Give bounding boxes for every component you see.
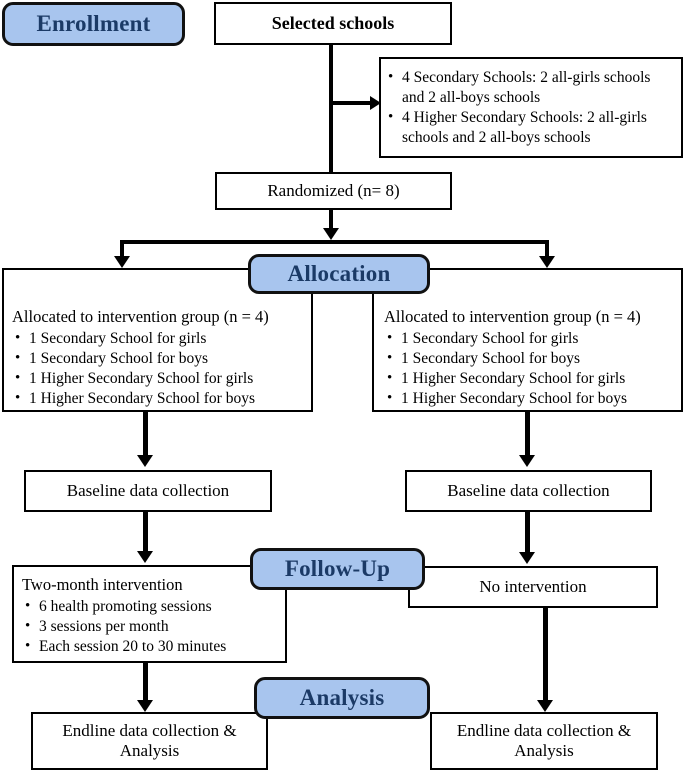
connector-alloc-left-to-baseline <box>143 412 148 458</box>
node-baseline-left: Baseline data collection <box>24 470 272 512</box>
arrow-allocation-right-icon <box>539 256 555 268</box>
connector-baseline-right-to-followup <box>525 512 530 555</box>
node-endline-left: Endline data collection & Analysis <box>31 712 268 770</box>
stage-badge-analysis-label: Analysis <box>299 685 385 710</box>
node-no-intervention-right: No intervention <box>408 566 658 608</box>
list-item: 1 Secondary School for boys <box>12 349 305 369</box>
allocated-left-list: 1 Secondary School for girls 1 Secondary… <box>12 329 305 410</box>
stage-badge-allocation: Allocation <box>248 254 430 294</box>
connector-branch-to-breakdown <box>331 101 372 105</box>
arrow-allocation-left-icon <box>114 256 130 268</box>
arrow-followup-right-icon <box>519 552 535 564</box>
node-intervention-left: Two-month intervention 6 health promotin… <box>12 565 287 663</box>
list-item: 6 health promoting sessions <box>22 597 279 617</box>
node-baseline-right-label: Baseline data collection <box>447 480 610 500</box>
node-allocated-left: Allocated to intervention group (n = 4) … <box>2 268 313 412</box>
arrow-endline-right-icon <box>537 700 553 712</box>
list-item: 1 Higher Secondary School for girls <box>12 369 305 389</box>
arrow-to-breakdown-icon <box>370 96 381 110</box>
stage-badge-enrollment: Enrollment <box>2 2 185 46</box>
node-randomized-label: Randomized (n= 8) <box>267 180 400 200</box>
connector-alloc-right-to-baseline <box>525 412 530 458</box>
node-no-intervention-right-label: No intervention <box>479 576 587 596</box>
node-baseline-right: Baseline data collection <box>405 470 652 512</box>
stage-badge-enrollment-label: Enrollment <box>36 11 151 36</box>
connector-randomized-down <box>329 210 333 232</box>
connector-baseline-left-to-followup <box>143 512 148 554</box>
list-item: 1 Secondary School for girls <box>12 329 305 349</box>
arrow-baseline-right-icon <box>519 455 535 467</box>
list-item: 4 Secondary Schools: 2 all-girls schools… <box>385 68 673 108</box>
connector-no-intervention-to-endline <box>543 608 548 703</box>
connector-allocation-split-right <box>545 240 549 260</box>
arrow-endline-left-icon <box>137 700 153 712</box>
allocated-right-list: 1 Secondary School for girls 1 Secondary… <box>384 329 677 410</box>
node-endline-left-label: Endline data collection & Analysis <box>62 720 237 760</box>
node-school-breakdown: 4 Secondary Schools: 2 all-girls schools… <box>379 57 683 158</box>
list-item: 1 Higher Secondary School for boys <box>384 389 677 409</box>
list-item: 1 Secondary School for boys <box>384 349 677 369</box>
connector-intervention-to-endline <box>143 663 148 703</box>
list-item: 4 Higher Secondary Schools: 2 all-girls … <box>385 108 673 148</box>
school-breakdown-list: 4 Secondary Schools: 2 all-girls schools… <box>385 68 673 149</box>
node-allocated-right: Allocated to intervention group (n = 4) … <box>372 268 683 412</box>
stage-badge-analysis: Analysis <box>254 677 430 719</box>
node-randomized: Randomized (n= 8) <box>215 172 452 210</box>
node-baseline-left-label: Baseline data collection <box>66 480 230 500</box>
arrow-randomized-down-icon <box>323 228 339 240</box>
node-intervention-left-lead: Two-month intervention <box>22 575 183 594</box>
node-selected-schools: Selected schools <box>214 2 452 45</box>
stage-badge-allocation-label: Allocation <box>287 261 391 286</box>
stage-badge-followup-label: Follow-Up <box>284 556 391 581</box>
arrow-followup-left-icon <box>137 551 153 563</box>
connector-allocation-split-left <box>120 240 124 260</box>
node-endline-right: Endline data collection & Analysis <box>430 712 658 770</box>
intervention-left-list: 6 health promoting sessions 3 sessions p… <box>22 597 279 657</box>
list-item: 1 Secondary School for girls <box>384 329 677 349</box>
connector-selected-to-randomized <box>329 45 333 172</box>
list-item: 3 sessions per month <box>22 617 279 637</box>
stage-badge-followup: Follow-Up <box>250 548 425 590</box>
node-endline-right-label: Endline data collection & Analysis <box>456 720 632 760</box>
node-allocated-right-lead: Allocated to intervention group (n = 4) <box>384 307 641 326</box>
connector-allocation-split-bar <box>120 240 549 244</box>
arrow-baseline-left-icon <box>137 455 153 467</box>
list-item: 1 Higher Secondary School for girls <box>384 369 677 389</box>
node-selected-schools-label: Selected schools <box>271 12 395 33</box>
node-allocated-left-lead: Allocated to intervention group (n = 4) <box>12 307 269 326</box>
list-item: Each session 20 to 30 minutes <box>22 637 279 657</box>
list-item: 1 Higher Secondary School for boys <box>12 389 305 409</box>
